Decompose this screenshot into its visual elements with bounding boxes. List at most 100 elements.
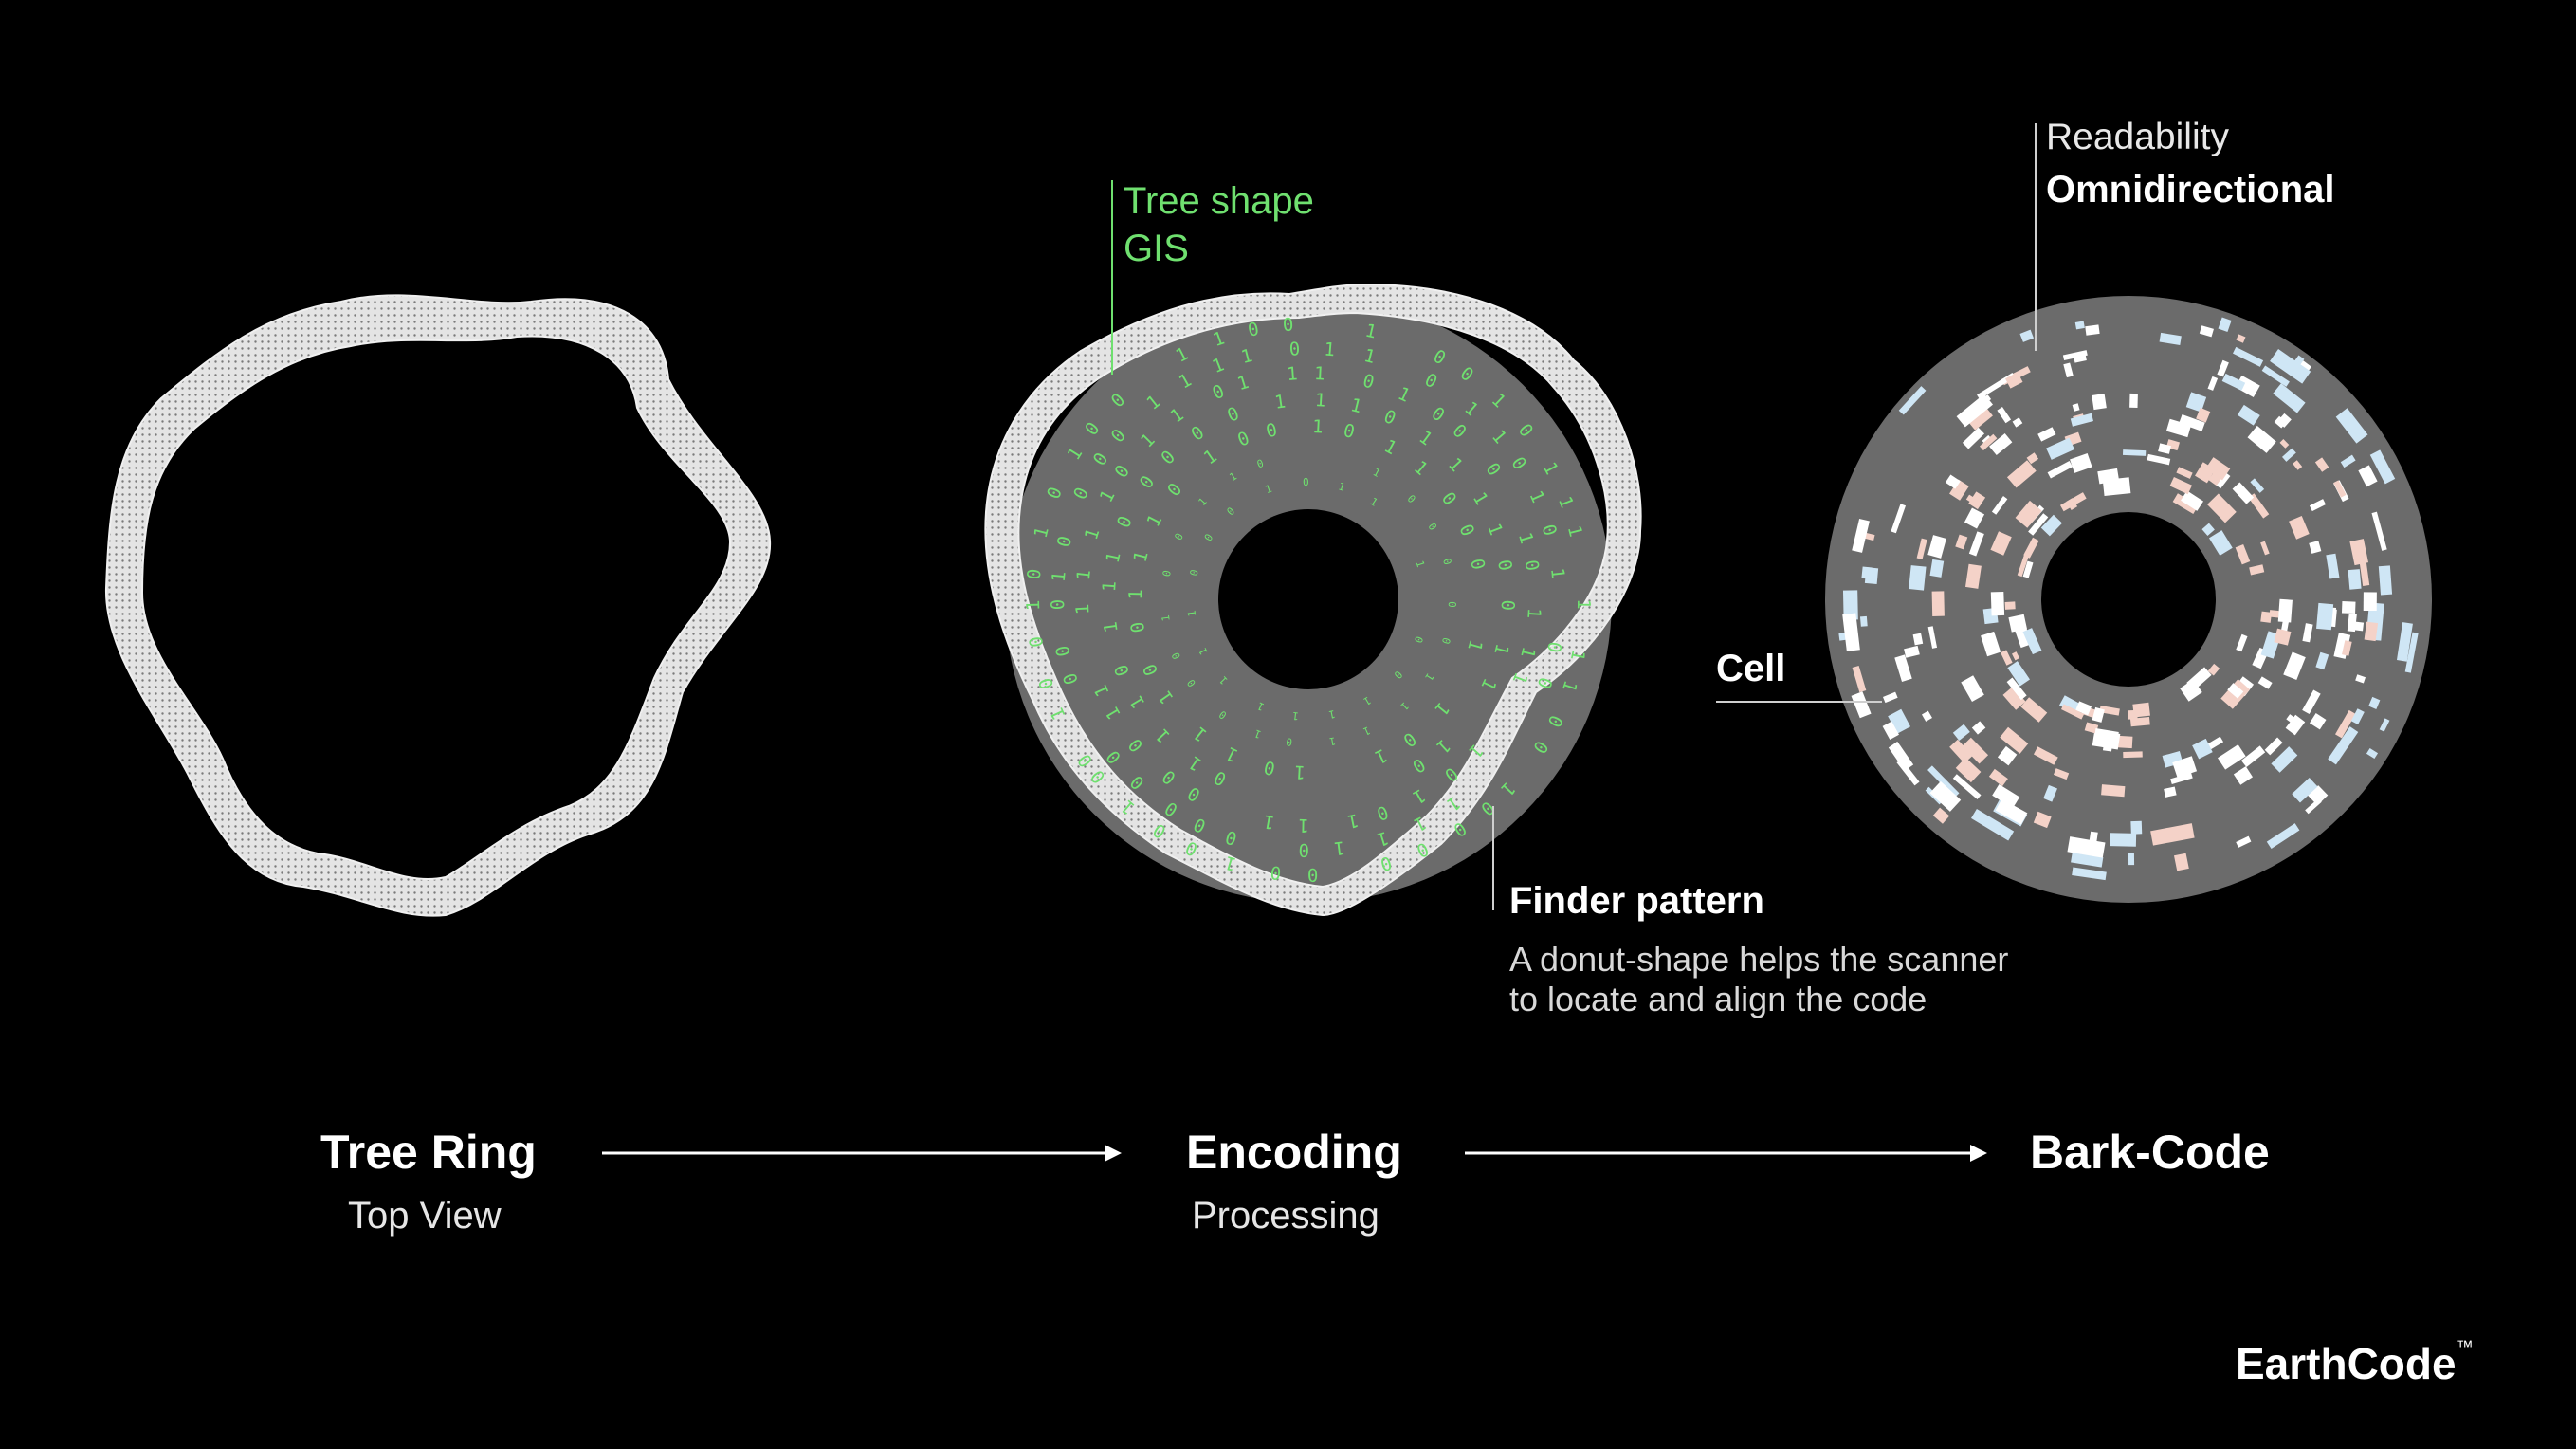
binary-digit: 0	[1264, 419, 1279, 442]
code-cell	[2040, 514, 2063, 537]
code-cell	[1859, 615, 1868, 627]
binary-digit: 0	[1446, 601, 1458, 608]
binary-digit: 1	[1573, 598, 1594, 610]
code-cell	[2289, 516, 2310, 540]
binary-digit: 1	[1348, 394, 1363, 417]
tree-ring-mesh	[104, 294, 772, 917]
binary-digit: 1	[1286, 363, 1298, 385]
code-cell	[2333, 480, 2347, 498]
code-cell	[2309, 713, 2327, 730]
code-cell	[1997, 745, 2018, 766]
code-cell	[2170, 772, 2193, 785]
code-cell	[2364, 621, 2379, 642]
code-cell	[1964, 507, 1985, 529]
omnidirectional-label: Omnidirectional	[2046, 169, 2335, 211]
code-cell	[2314, 457, 2329, 472]
binary-digit: 1	[1031, 524, 1053, 540]
code-cell	[2249, 564, 2265, 576]
code-cell	[2240, 745, 2266, 767]
code-cell	[2185, 392, 2207, 413]
code-cell	[2208, 530, 2233, 556]
code-cell	[1955, 757, 1982, 783]
code-cell	[2348, 569, 2362, 590]
code-cell	[2235, 375, 2260, 398]
code-cell	[1981, 631, 2001, 657]
code-cell	[2281, 448, 2296, 462]
binary-digit: 1	[1361, 724, 1372, 738]
code-cell	[2085, 324, 2100, 336]
code-cell	[2093, 728, 2119, 743]
code-cell	[2004, 601, 2016, 610]
code-cell	[2309, 499, 2327, 512]
code-cell	[2196, 407, 2211, 423]
code-cell	[1968, 491, 1986, 510]
code-cell	[2396, 622, 2413, 662]
code-cell	[2341, 601, 2356, 614]
code-cell	[1971, 721, 1986, 735]
code-cell	[1988, 768, 2008, 787]
binary-digit: 1	[1314, 363, 1326, 385]
binary-digit: 1	[1103, 550, 1125, 565]
binary-digit: 0	[1466, 557, 1489, 572]
code-cell	[2248, 493, 2270, 519]
code-cell	[2053, 768, 2070, 780]
code-cell	[1896, 759, 1920, 786]
code-cell	[1912, 633, 1924, 646]
code-cell	[1968, 531, 1984, 557]
code-cell	[1945, 474, 1961, 489]
binary-digit: 0	[1412, 634, 1425, 645]
binary-digit: 1	[1324, 339, 1336, 360]
binary-digit: 1	[1414, 559, 1427, 569]
arrow-1	[602, 1145, 1122, 1162]
stage-subtitle-top-view: Top View	[348, 1195, 502, 1237]
code-cell	[2206, 736, 2224, 750]
binary-digit: 1	[1314, 390, 1326, 412]
code-cell	[2302, 689, 2321, 715]
code-cell	[1952, 774, 1982, 800]
binary-digit: 1	[1100, 620, 1122, 633]
code-cell	[2236, 633, 2248, 652]
binary-digit: 0	[1246, 319, 1261, 341]
code-cell	[2070, 452, 2092, 473]
code-cell	[2020, 697, 2048, 723]
binary-digit: 1	[1327, 707, 1336, 721]
binary-digit: 1	[1337, 480, 1346, 493]
code-cell	[2358, 465, 2378, 487]
binary-digit: 0	[1521, 559, 1543, 573]
code-cell	[2379, 718, 2390, 732]
code-cell	[1977, 373, 2016, 400]
binary-digit: 0	[1172, 531, 1186, 542]
code-cell	[2037, 427, 2056, 442]
code-cell	[2012, 651, 2020, 661]
binary-digit: 1	[1264, 483, 1274, 496]
code-cell	[2128, 853, 2135, 866]
code-cell	[2172, 756, 2198, 779]
code-cell	[2169, 476, 2193, 495]
code-cell	[1997, 406, 2012, 424]
binary-digit: 0	[1303, 476, 1309, 488]
code-cell	[2043, 784, 2057, 802]
code-cell	[2072, 867, 2107, 881]
code-cell	[2023, 537, 2039, 559]
code-cell	[2101, 784, 2126, 798]
code-cell	[2099, 706, 2120, 716]
code-cell	[1865, 533, 1875, 541]
code-cell	[2012, 417, 2023, 428]
code-cell	[2350, 708, 2365, 725]
stage-title-tree-ring: Tree Ring	[320, 1126, 537, 1179]
code-cell	[1888, 708, 1911, 734]
code-cell	[2007, 661, 2030, 687]
earthcode-logo: EarthCode™	[2236, 1337, 2474, 1388]
code-cell	[2062, 350, 2088, 361]
arrow-2	[1465, 1145, 1987, 1162]
code-cell	[2335, 709, 2356, 739]
code-cell	[2363, 592, 2377, 612]
code-cell	[2022, 628, 2042, 655]
binary-digit: 1	[1345, 809, 1361, 832]
binary-digit: 0	[1048, 599, 1069, 611]
code-cell	[2260, 541, 2270, 556]
code-cell	[1952, 724, 1970, 741]
code-cell	[2150, 823, 2195, 846]
code-cell	[2233, 346, 2264, 367]
code-cell	[1979, 433, 1998, 451]
